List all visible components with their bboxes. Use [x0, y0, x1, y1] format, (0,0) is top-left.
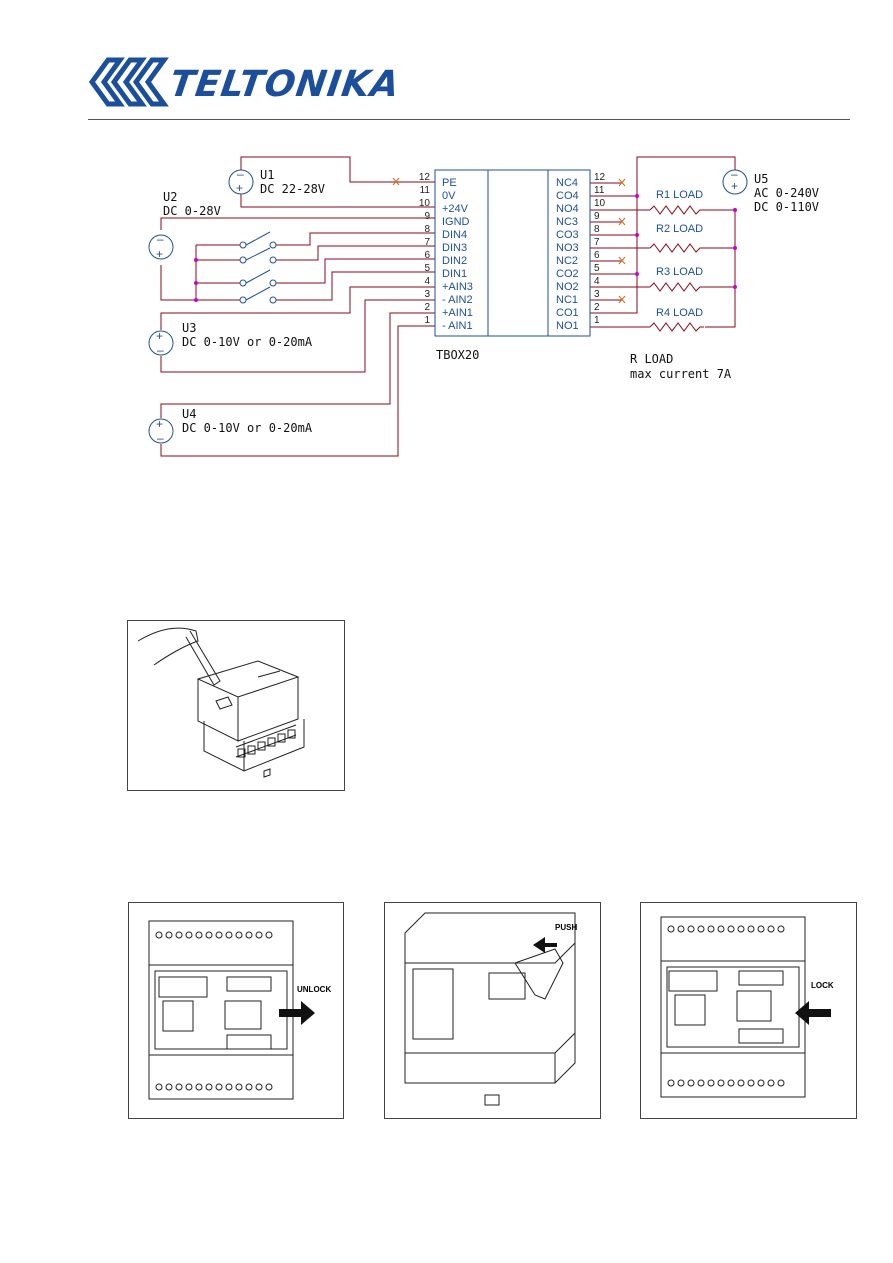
right-pin-number: 1	[594, 315, 600, 326]
right-pin-number: 2	[594, 302, 600, 313]
u4-value: DC 0-10V or 0-20mA	[182, 421, 313, 435]
teltonika-logo-mark	[88, 57, 169, 107]
u5-value-ac: AC 0-240V	[754, 186, 820, 200]
right-pin-label: NO4	[556, 203, 579, 215]
unlock-label: UNLOCK	[297, 985, 332, 994]
u2-name: U2	[163, 190, 178, 204]
u3-value: DC 0-10V or 0-20mA	[182, 335, 313, 349]
svg-text:+: +	[236, 181, 243, 195]
left-pin-number: 3	[424, 289, 430, 300]
device-label: TBOX20	[436, 348, 480, 362]
svg-text:–: –	[157, 431, 164, 445]
left-pin-number: 4	[424, 276, 430, 287]
push-label: PUSH	[555, 923, 578, 932]
left-pin-label: - AIN2	[442, 294, 473, 306]
right-pin-label: CO3	[556, 229, 579, 241]
left-pin-number: 8	[424, 224, 430, 235]
left-pin-number: 9	[424, 211, 430, 222]
left-pin-number: 6	[424, 250, 430, 261]
right-pin-label: NO3	[556, 242, 579, 254]
svg-text:+: +	[731, 179, 738, 193]
sim-card-push-illustration	[404, 912, 576, 1106]
svg-text:–: –	[157, 343, 164, 357]
u5-name: U5	[754, 172, 769, 186]
right-pin-label: CO2	[556, 268, 579, 280]
left-pin-label: +AIN1	[442, 307, 473, 319]
right-pin-number: 3	[594, 289, 600, 300]
right-pin-label: NC4	[556, 177, 579, 189]
u2-value: DC 0-28V	[163, 204, 221, 218]
left-pin-label: - AIN1	[442, 320, 473, 332]
right-pin-label: NO2	[556, 281, 579, 293]
lock-label: LOCK	[811, 981, 834, 990]
right-pin-label: CO4	[556, 190, 579, 202]
sim-unlock-figure: UNLOCK	[128, 902, 344, 1119]
load-label: R3 LOAD	[656, 266, 704, 278]
u4-name: U4	[182, 407, 197, 421]
left-pin-number: 7	[424, 237, 430, 248]
screwdriver-figure	[127, 620, 345, 791]
left-pin-label: DIN1	[442, 268, 468, 280]
wiring-schematic: –+ –+ +– +– –+	[148, 156, 748, 457]
device-open-illustration	[137, 627, 305, 778]
left-pin-label: +24V	[442, 203, 468, 215]
left-pin-label: 0V	[442, 190, 456, 202]
arrow-left-icon	[533, 937, 557, 953]
right-pin-number: 8	[594, 224, 600, 235]
left-pin-label: DIN3	[442, 242, 468, 254]
right-pin-label: NC2	[556, 255, 579, 267]
left-pin-label: DIN4	[442, 229, 468, 241]
svg-text:+: +	[156, 247, 163, 261]
svg-text:–: –	[237, 167, 244, 181]
right-pin-label: CO1	[556, 307, 579, 319]
right-pin-number: 4	[594, 276, 600, 287]
u1-value: DC 22-28V	[260, 182, 326, 196]
brand-name: TELTONIKA	[167, 64, 403, 105]
sim-holder-unlock-illustration	[148, 920, 315, 1100]
right-pin-number: 11	[594, 185, 605, 196]
right-pin-number: 10	[594, 198, 606, 209]
right-pin-number: 9	[594, 211, 600, 222]
u1-name: U1	[260, 168, 275, 182]
u5-value-dc: DC 0-110V	[754, 200, 820, 214]
right-pin-number: 6	[594, 250, 600, 261]
left-pin-number: 5	[424, 263, 430, 274]
svg-text:–: –	[731, 167, 738, 181]
load-label: R1 LOAD	[656, 189, 704, 201]
left-pin-label: IGND	[442, 216, 470, 228]
right-pin-label: NC3	[556, 216, 579, 228]
header-divider	[88, 119, 850, 120]
left-pin-number: 10	[418, 198, 430, 209]
right-pin-number: 7	[594, 237, 600, 248]
load-label: R4 LOAD	[656, 307, 704, 319]
svg-text:+: +	[156, 417, 163, 431]
svg-text:–: –	[157, 232, 164, 246]
left-pin-number: 1	[424, 315, 430, 326]
right-pin-number: 12	[594, 172, 606, 183]
svg-text:+: +	[156, 329, 163, 343]
load-current-note: max current 7A	[630, 367, 732, 381]
u3-name: U3	[182, 321, 197, 335]
left-pin-number: 11	[419, 185, 430, 196]
left-pin-label: DIN2	[442, 255, 468, 267]
left-pin-label: +AIN3	[442, 281, 473, 293]
left-pin-label: PE	[442, 177, 457, 189]
arrow-right-icon	[279, 1001, 315, 1025]
left-pin-number: 2	[424, 302, 430, 313]
left-pin-number: 12	[418, 172, 430, 183]
right-pin-label: NC1	[556, 294, 579, 306]
right-pin-number: 5	[594, 263, 600, 274]
sim-push-figure: PUSH	[384, 902, 601, 1119]
load-note: R LOAD	[630, 352, 674, 366]
load-label: R2 LOAD	[656, 223, 704, 235]
arrow-left-icon	[795, 1001, 831, 1025]
right-pin-label: NO1	[556, 320, 579, 332]
sim-lock-figure: LOCK	[640, 902, 857, 1119]
sim-holder-lock-illustration	[660, 916, 831, 1098]
